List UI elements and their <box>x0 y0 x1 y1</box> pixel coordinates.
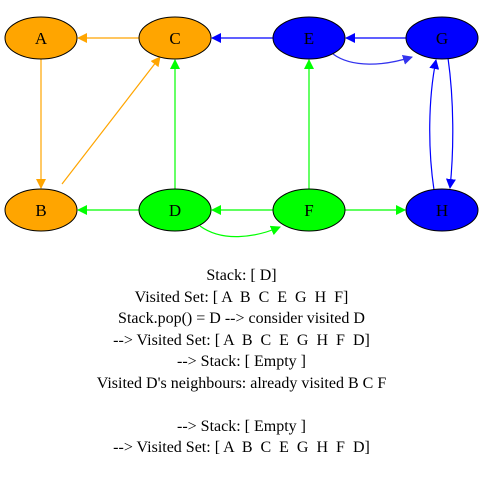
node-c: C <box>138 16 212 60</box>
caption-line: Stack: [ D] <box>206 267 277 284</box>
dfs-trace-caption: Stack: [ D] Visited Set: [ A B C E G H F]… <box>0 265 483 459</box>
node-g: G <box>405 16 479 60</box>
node-e-ellipse <box>272 16 346 60</box>
nodes-layer: A C E G B D F H <box>4 16 479 232</box>
edge-b-to-c <box>61 56 161 185</box>
node-e-label: E <box>304 29 314 48</box>
node-b-ellipse <box>4 188 78 232</box>
caption-line: --> Stack: [ Empty ] <box>177 417 306 435</box>
node-g-ellipse <box>405 16 479 60</box>
caption-line: Visited D's neighbours: already visited … <box>96 374 387 392</box>
node-d-label: D <box>169 201 181 220</box>
caption-blank-line <box>0 394 483 416</box>
node-a-ellipse <box>4 16 78 60</box>
node-g-label: G <box>436 29 448 48</box>
node-f: F <box>272 188 346 232</box>
edges-layer <box>36 33 456 238</box>
node-h-label: H <box>436 201 448 220</box>
node-h-ellipse <box>405 188 479 232</box>
graph-diagram: A C E G B D F H <box>4 16 479 238</box>
node-a: A <box>4 16 78 60</box>
node-c-ellipse <box>138 16 212 60</box>
node-d: D <box>138 188 212 232</box>
node-e: E <box>272 16 346 60</box>
caption-line: Visited Set: [ A B C E G H F] <box>134 288 349 306</box>
node-c-label: C <box>169 29 180 48</box>
caption-line: --> Stack: [ Empty ] <box>177 353 306 370</box>
node-b-label: B <box>35 201 46 220</box>
node-f-ellipse <box>272 188 346 232</box>
node-a-label: A <box>35 29 48 48</box>
node-b: B <box>4 188 78 232</box>
edge-h-to-g <box>429 59 440 191</box>
caption-line: Stack.pop() = D --> consider visited D <box>118 310 365 327</box>
node-h: H <box>405 188 479 232</box>
caption-line: --> Visited Set: [ A B C E G H F D] <box>113 439 370 456</box>
node-f-label: F <box>304 201 313 220</box>
edge-d-to-f <box>199 225 281 238</box>
edge-e-to-g <box>332 53 413 65</box>
edge-g-to-h <box>445 57 456 189</box>
caption-line: --> Visited Set: [ A B C E G H F D] <box>113 331 370 349</box>
node-d-ellipse <box>138 188 212 232</box>
